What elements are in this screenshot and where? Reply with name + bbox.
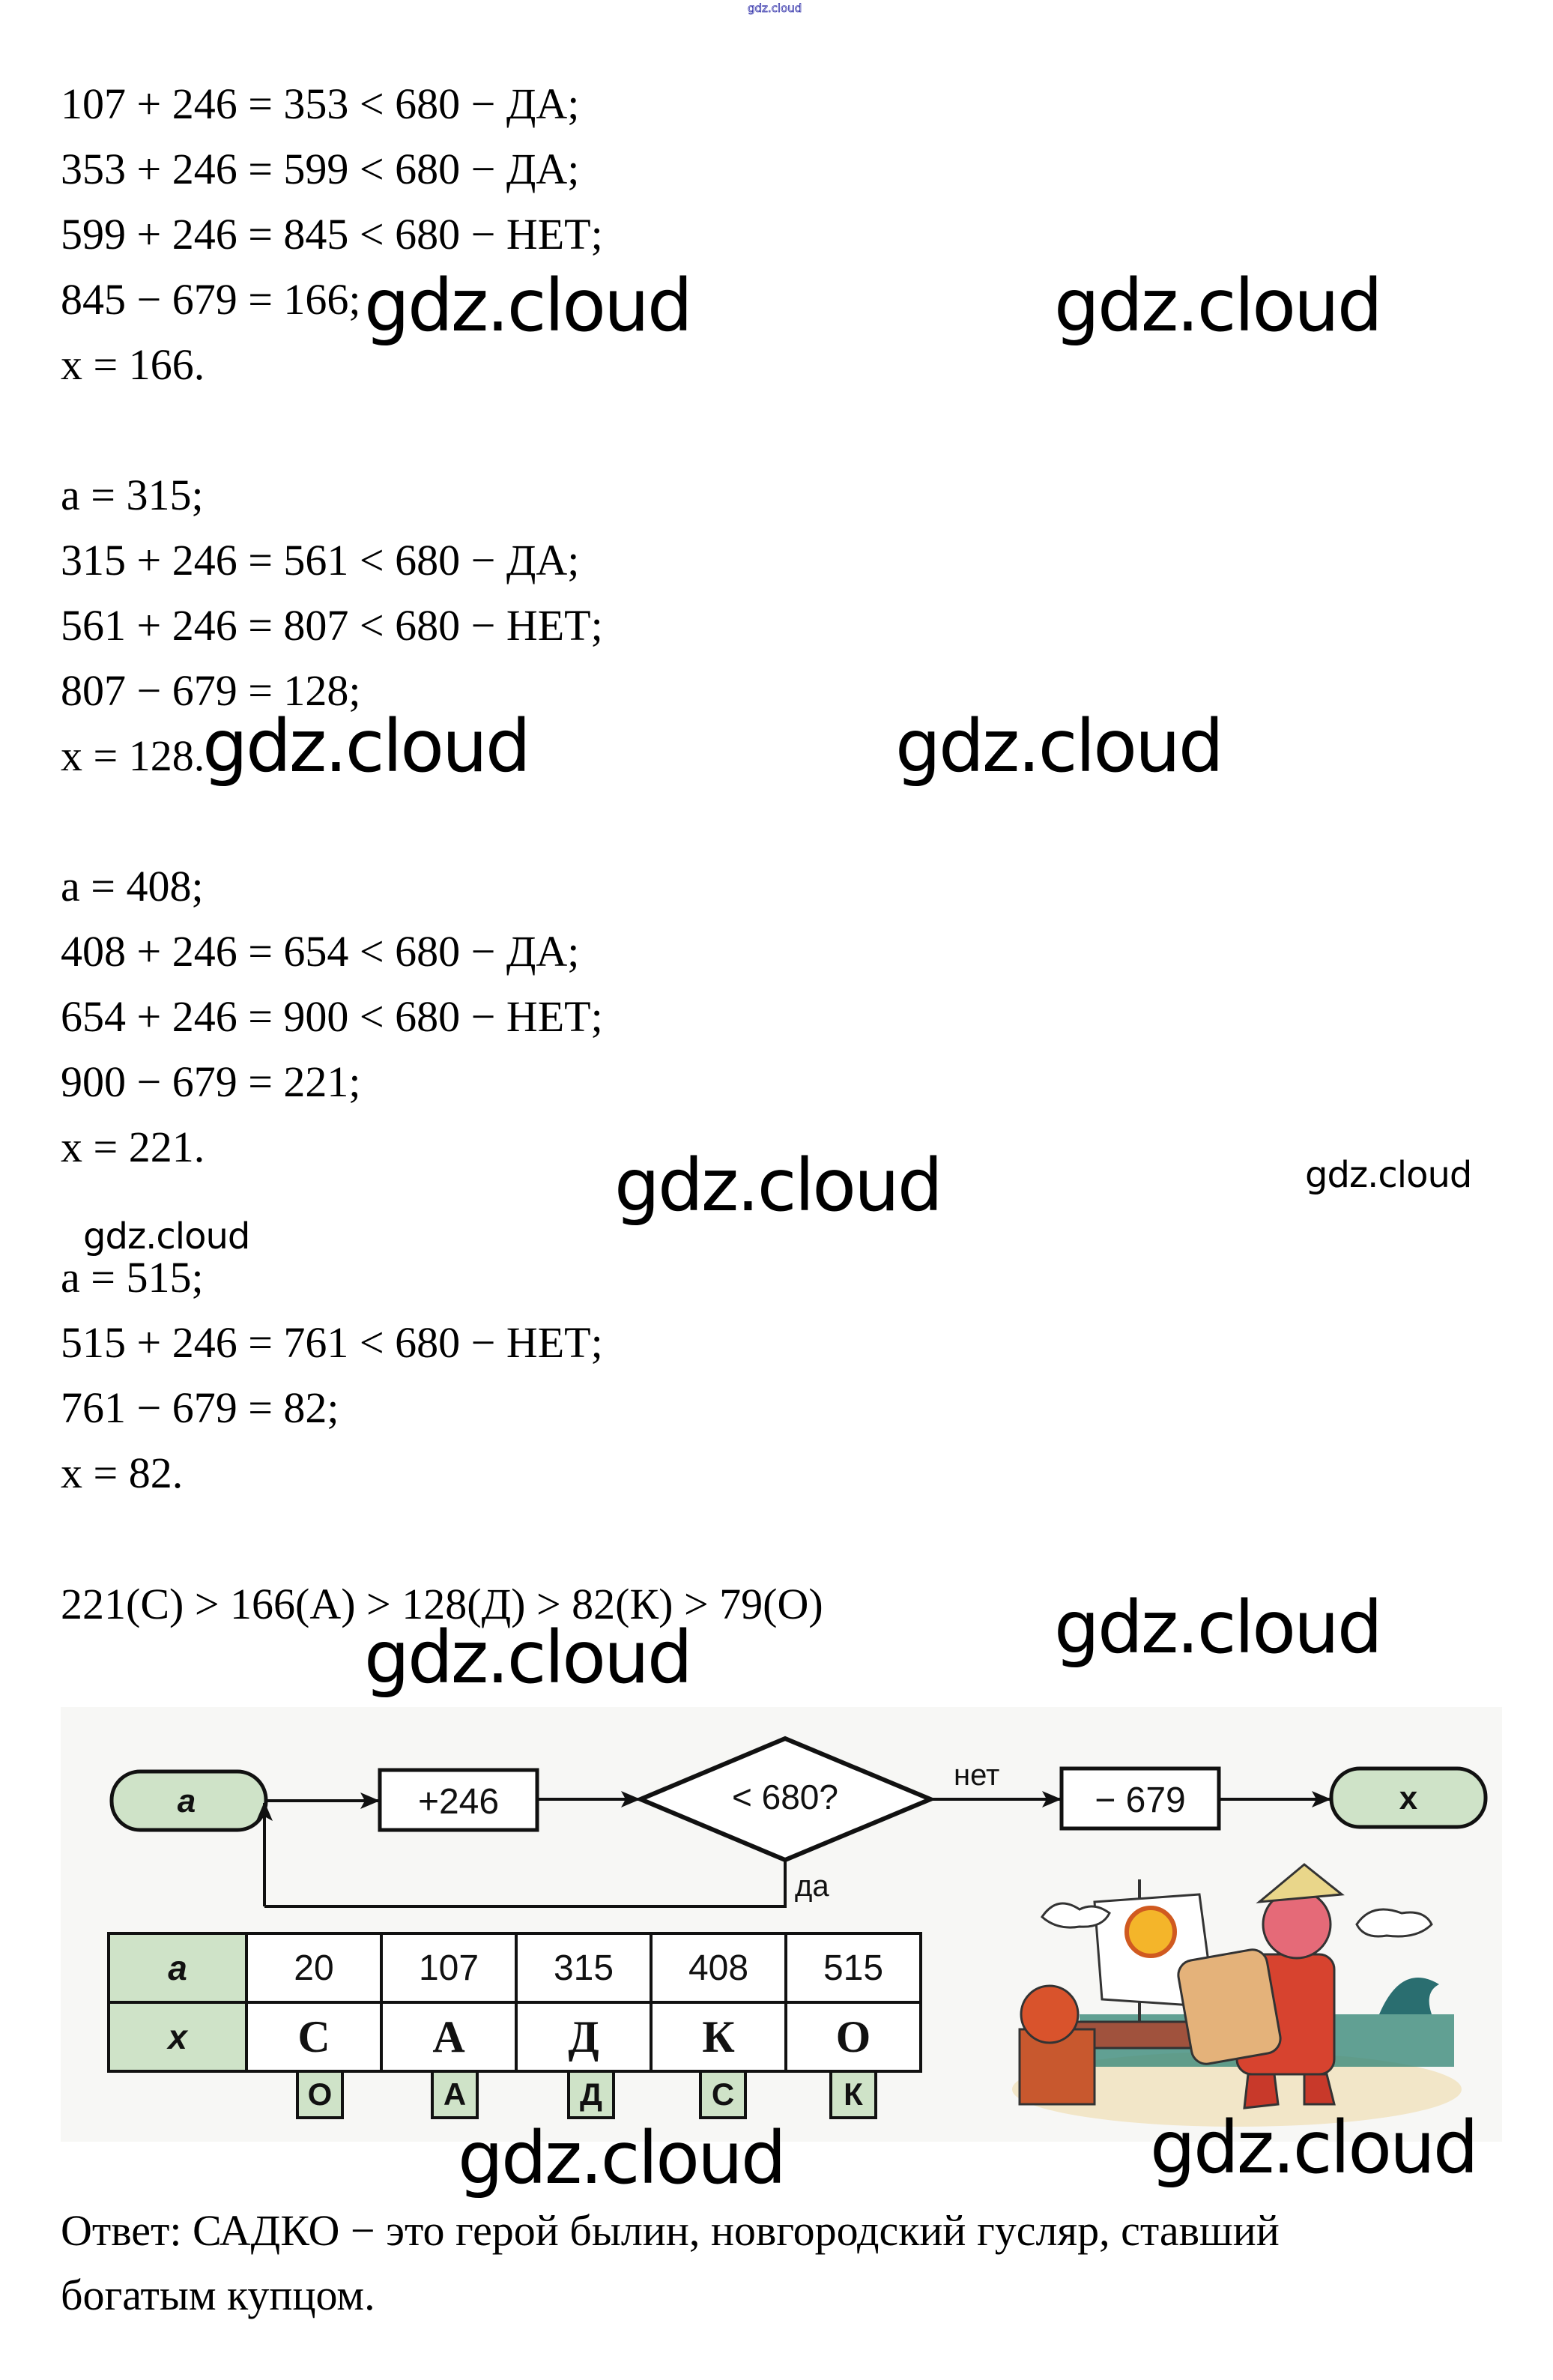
letter-tile: А (431, 2070, 479, 2119)
sun-emblem (1124, 1906, 1177, 1958)
watermark: gdz.cloud (614, 1144, 943, 1227)
end-label: x (1399, 1780, 1418, 1816)
sadko-boots (1243, 2073, 1336, 2109)
row-a-label: a (107, 1932, 248, 2004)
x-letter-cell: С (245, 2001, 383, 2073)
cloud-left (1041, 1902, 1111, 1929)
watermark: gdz.cloud (364, 1616, 693, 1700)
watermark: gdz.cloud (202, 704, 531, 788)
x-letter-cell: К (650, 2001, 787, 2073)
watermark: gdz.cloud (1054, 264, 1383, 348)
solution-line: a = 515; (61, 1253, 204, 1302)
table-row-a: a 20 107 315 408 515 (107, 1932, 922, 2004)
watermark: gdz.cloud (458, 2116, 787, 2200)
watermark: gdz.cloud (1054, 1586, 1383, 1670)
letter-tile: С (699, 2070, 747, 2119)
a-value-cell: 408 (650, 1932, 787, 2004)
solution-line: x = 166. (61, 340, 205, 389)
gusli-instrument (1177, 1948, 1282, 2065)
solution-line: x = 128. (61, 731, 205, 780)
end-terminal (1329, 1766, 1488, 1829)
solution-line: x = 221. (61, 1123, 205, 1171)
solution-line: 561 + 246 = 807 < 680 − НЕТ; (61, 601, 603, 650)
watermark: gdz.cloud (364, 264, 693, 348)
letter-tile: Д (567, 2070, 615, 2119)
flowchart-diagram: a +246 < 680? да нет − 679 x (109, 1736, 1488, 1908)
solution-line: 353 + 246 = 599 < 680 − ДА; (61, 145, 580, 193)
watermark: gdz.cloud (1305, 1154, 1472, 1196)
sadko-illustration (1012, 1863, 1462, 2127)
solution-line: 515 + 246 = 761 < 680 − НЕТ; (61, 1318, 603, 1367)
start-label: a (178, 1783, 196, 1819)
solution-line: 845 − 679 = 166; (61, 275, 361, 324)
letter-tile: О (296, 2070, 344, 2119)
a-value-cell: 20 (245, 1932, 383, 2004)
letter-tile: К (829, 2070, 877, 2119)
sadko-hat (1256, 1863, 1345, 1903)
row-x-label: x (107, 2001, 248, 2073)
sand-shape (1012, 2052, 1462, 2127)
subtract-label: − 679 (1095, 1781, 1185, 1820)
solution-line: a = 408; (61, 862, 204, 910)
flowchart-figure: a +246 < 680? да нет − 679 x a 20 107 31… (61, 1707, 1502, 2142)
answer-line-1: Ответ: САДКО − это герой былин, новгород… (61, 2206, 1280, 2255)
solution-line: 315 + 246 = 561 < 680 − ДА; (61, 536, 580, 585)
x-letter-cell: О (784, 2001, 922, 2073)
solution-line: 408 + 246 = 654 < 680 − ДА; (61, 927, 580, 976)
a-value-cell: 315 (515, 1932, 653, 2004)
no-label: нет (954, 1759, 999, 1792)
cloud-right (1355, 1908, 1433, 1938)
solution-line: a = 315; (61, 471, 204, 519)
solution-line: 654 + 246 = 900 < 680 − НЕТ; (61, 992, 603, 1041)
yes-loop-line (264, 1860, 787, 1908)
add-label: +246 (418, 1782, 499, 1822)
solution-line: 107 + 246 = 353 < 680 − ДА; (61, 79, 580, 128)
answer-line-2: богатым купцом. (61, 2271, 375, 2319)
watermark: gdz.cloud (83, 1215, 250, 1257)
solution-line: 900 − 679 = 221; (61, 1057, 361, 1106)
x-letter-cell: Д (515, 2001, 653, 2073)
table-row-x: x С А Д К О (107, 2001, 922, 2073)
a-value-cell: 107 (380, 1932, 518, 2004)
wave-shape (1379, 1978, 1439, 2014)
x-letter-cell: А (380, 2001, 518, 2073)
solution-line: 761 − 679 = 82; (61, 1383, 339, 1432)
solution-line: x = 82. (61, 1449, 184, 1497)
sea-king-head (1020, 1984, 1080, 2044)
watermark: gdz.cloud (1150, 2106, 1479, 2190)
a-value-cell: 515 (784, 1932, 922, 2004)
watermark: gdz.cloud (895, 704, 1224, 788)
solution-line: 599 + 246 = 845 < 680 − НЕТ; (61, 210, 603, 259)
value-table: a 20 107 315 408 515 x С А Д К О (107, 1932, 922, 2073)
header-watermark: gdz.cloud (748, 1, 802, 16)
ordering-line: 221(С) > 166(А) > 128(Д) > 82(К) > 79(О) (61, 1580, 823, 1628)
condition-label: < 680? (732, 1778, 838, 1816)
solution-line: 807 − 679 = 128; (61, 666, 361, 715)
yes-label: да (795, 1870, 829, 1903)
